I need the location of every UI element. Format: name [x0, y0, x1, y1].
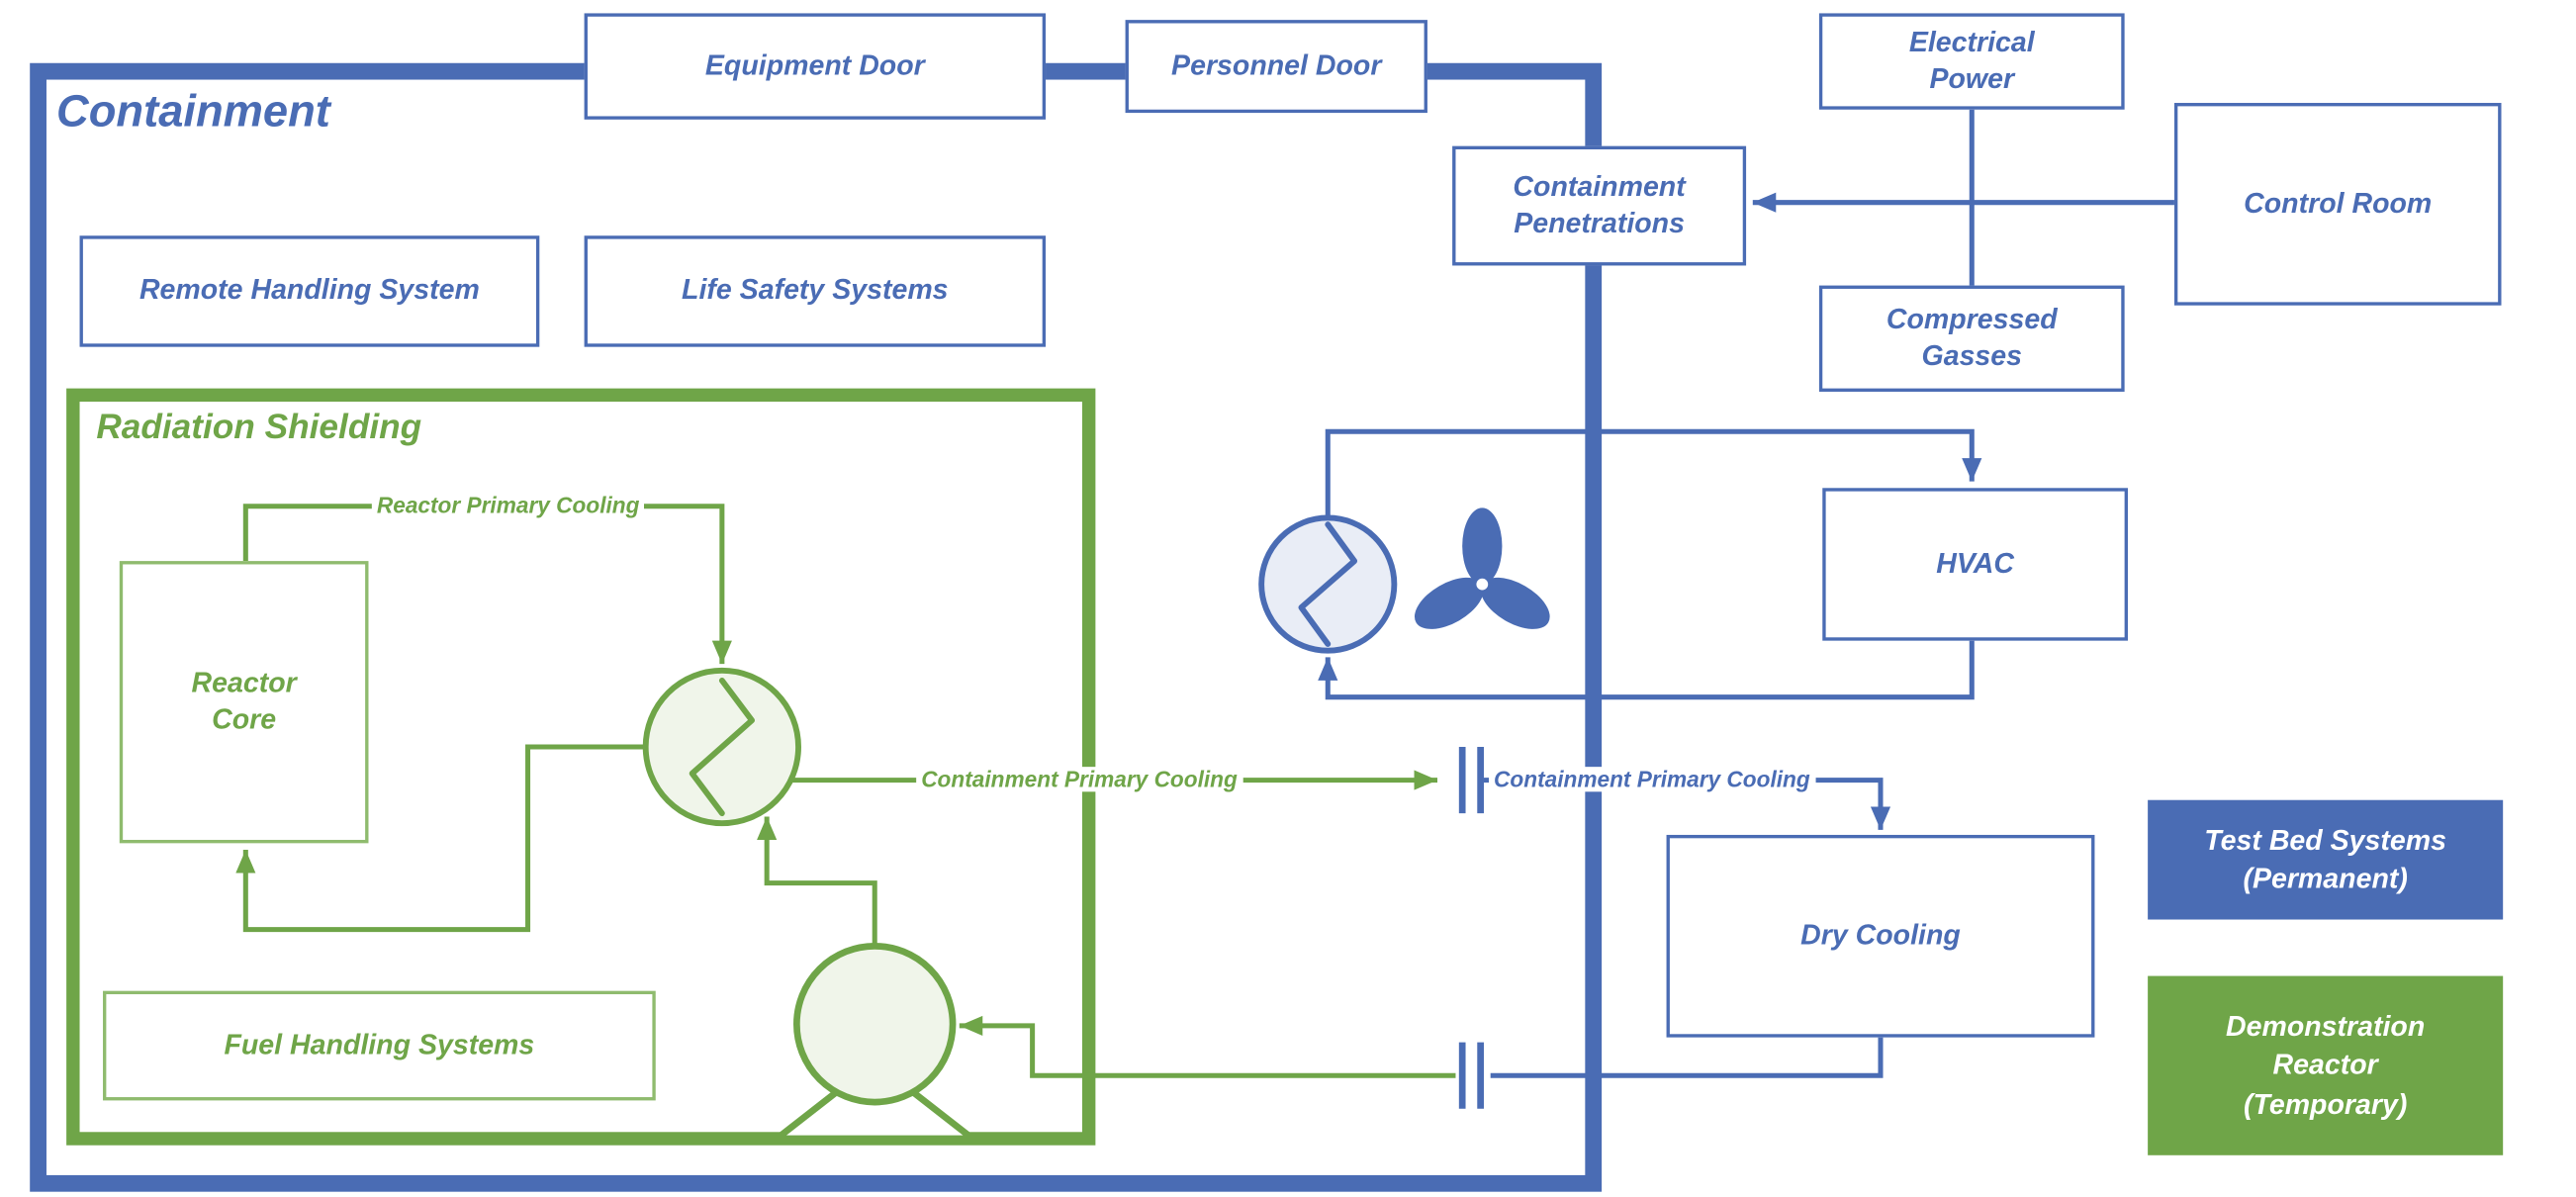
electrical-power-label: Electrical Power: [1908, 26, 2035, 95]
hvac-box: HVAC: [1822, 488, 2128, 641]
personnel-door-box: Personnel Door: [1125, 20, 1427, 114]
containment-primary-cooling-label-inside: Containment Primary Cooling: [916, 767, 1242, 792]
containment-cooling-in-line: [959, 1015, 1456, 1078]
radiation-shielding-title: Radiation Shielding: [96, 408, 422, 447]
dry-cooling-box: Dry Cooling: [1666, 834, 2095, 1038]
pump-to-heat-exchanger-line: [757, 816, 877, 949]
legend-test-bed-label: Test Bed Systems (Permanent): [2204, 824, 2446, 895]
legend-test-bed-systems: Test Bed Systems (Permanent): [2148, 799, 2504, 920]
hvac-return-line: [1318, 640, 1975, 700]
hvac-supply-line: [1325, 428, 1982, 518]
penetration-icon-top: [1458, 747, 1484, 814]
reactor-heat-exchanger-icon: [642, 667, 801, 827]
life-safety-systems-box: Life Safety Systems: [584, 235, 1047, 347]
life-safety-systems-label: Life Safety Systems: [682, 274, 949, 307]
fuel-handling-systems-label: Fuel Handling Systems: [224, 1028, 535, 1060]
pump-icon: [773, 943, 976, 1143]
electrical-power-box: Electrical Power: [1818, 13, 2125, 110]
remote-handling-system-label: Remote Handling System: [138, 274, 480, 307]
compressed-gasses-label: Compressed Gasses: [1886, 303, 2058, 372]
equipment-door-box: Equipment Door: [584, 13, 1047, 120]
containment-title: Containment: [56, 86, 330, 137]
containment-primary-cooling-label-outside: Containment Primary Cooling: [1489, 767, 1815, 792]
compressed-gasses-box: Compressed Gasses: [1818, 285, 2125, 392]
reactor-primary-cooling-label: Reactor Primary Cooling: [371, 493, 645, 518]
legend-demonstration-reactor: Demonstration Reactor (Temporary): [2148, 975, 2504, 1155]
fan-icon: [1414, 507, 1550, 629]
reactor-core-label: Reactor Core: [191, 666, 297, 736]
personnel-door-label: Personnel Door: [1171, 48, 1382, 81]
control-room-box: Control Room: [2173, 103, 2502, 306]
fuel-handling-systems-box: Fuel Handling Systems: [103, 990, 656, 1101]
equipment-door-label: Equipment Door: [704, 48, 925, 81]
hvac-heat-exchanger-icon: [1258, 514, 1398, 654]
remote-handling-system-box: Remote Handling System: [79, 235, 540, 347]
legend-demo-label: Demonstration Reactor (Temporary): [2226, 1010, 2426, 1121]
reactor-return-line: [235, 744, 648, 933]
dry-cooling-return-line: [1490, 1037, 1884, 1078]
containment-penetrations-label: Containment Penetrations: [1513, 170, 1686, 239]
dry-cooling-label: Dry Cooling: [1800, 919, 1961, 952]
penetration-icon-bottom: [1458, 1042, 1484, 1109]
hvac-label: HVAC: [1936, 547, 2014, 580]
control-room-label: Control Room: [2244, 187, 2433, 220]
containment-penetrations-box: Containment Penetrations: [1452, 145, 1747, 266]
reactor-core-box: Reactor Core: [119, 561, 369, 844]
